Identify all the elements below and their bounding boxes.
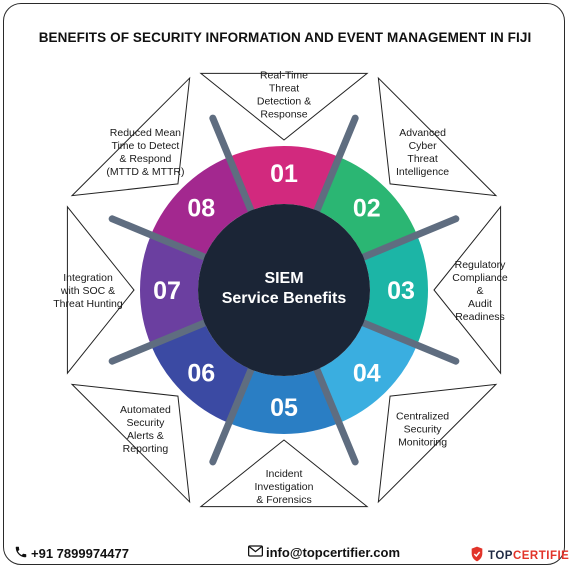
ring-segment-04 [316, 322, 418, 424]
envelope-icon [248, 545, 263, 560]
segment-number-01: 01 [270, 160, 298, 188]
label-line: Automated [120, 404, 171, 416]
benefit-panel-01 [199, 72, 369, 141]
label-line: Readiness [455, 311, 505, 323]
ring-divider [311, 114, 359, 218]
label-line: Security [404, 424, 443, 436]
label-line: Threat [269, 83, 299, 95]
ring-divider [108, 215, 212, 263]
email-address: info@topcertifier.com [266, 545, 401, 560]
label-line: Alerts & [127, 430, 164, 442]
segment-number-02: 02 [353, 194, 381, 222]
brand-name: TOPCERTIFIER [488, 549, 570, 562]
label-line: Cyber [409, 140, 438, 152]
benefit-panel-03 [433, 205, 502, 375]
label-line: Advanced [399, 127, 446, 139]
ring-divider [209, 362, 257, 466]
ring-divider [356, 317, 460, 365]
label-line: Audit [468, 298, 492, 310]
benefit-panel-08 [70, 76, 191, 197]
brand-logo[interactable]: TOPCERTIFIER [470, 546, 570, 565]
ring-segment-08 [150, 156, 252, 258]
ring-segment-02 [316, 156, 418, 258]
segment-number-06: 06 [187, 360, 215, 388]
benefit-panels [66, 72, 502, 508]
shield-logo-icon [470, 546, 484, 565]
segment-number-07: 07 [153, 277, 181, 305]
segment-number-05: 05 [270, 394, 298, 422]
benefit-panel-02 [377, 76, 498, 197]
label-line: Investigation [255, 481, 314, 493]
label-line: Intelligence [396, 166, 449, 178]
center-subtitle: Service Benefits [222, 290, 347, 307]
label-line: Real-Time [260, 70, 308, 82]
center-hub [198, 204, 370, 376]
label-line: Response [260, 109, 307, 121]
benefit-ring [140, 146, 429, 434]
card-frame [3, 3, 565, 565]
ring-dividers [108, 114, 460, 466]
diagram-title: BENEFITS OF SECURITY INFORMATION AND EVE… [38, 30, 532, 45]
ring-divider [108, 317, 212, 365]
phone-number: +91 7899974477 [31, 546, 129, 561]
label-line: Security [126, 417, 165, 429]
segment-number-03: 03 [387, 277, 415, 305]
segment-number-08: 08 [187, 194, 215, 222]
segment-number-04: 04 [353, 360, 381, 388]
ring-divider [356, 215, 460, 263]
label-line: Compliance [452, 272, 508, 284]
label-line: Regulatory [455, 259, 507, 271]
label-line: Integration [63, 272, 113, 284]
label-line: Monitoring [398, 437, 447, 449]
ring-divider [311, 362, 359, 466]
ring-divider [209, 114, 257, 218]
ring-segment-03 [363, 234, 429, 346]
footer-phone[interactable]: +91 7899974477 [14, 545, 129, 562]
label-line: Detection & [257, 96, 311, 108]
ring-segment-06 [150, 322, 252, 424]
label-line: & Respond [119, 153, 171, 165]
benefit-panel-07 [66, 205, 135, 375]
label-line: Reduced Mean [110, 127, 181, 139]
label-line: (MTTD & MTTR) [106, 166, 184, 178]
label-line: Reporting [123, 443, 169, 455]
footer-email[interactable]: info@topcertifier.com [248, 545, 400, 560]
label-line: & Forensics [256, 494, 311, 506]
ring-segment-07 [140, 234, 205, 346]
label-line: Threat Hunting [53, 298, 123, 310]
benefit-panel-04 [377, 383, 498, 504]
phone-icon [14, 545, 28, 562]
ring-segment-05 [228, 369, 340, 434]
label-line: Threat [407, 153, 437, 165]
label-line: Time to Detect [111, 140, 179, 152]
label-line: & [476, 285, 483, 297]
benefit-panel-05 [199, 439, 369, 508]
label-line: Incident [266, 468, 303, 480]
label-line: Centralized [396, 411, 449, 423]
segment-numbers: 01 02 03 04 05 06 07 08 [153, 160, 415, 422]
benefit-panel-06 [70, 383, 191, 504]
label-line: with SOC & [60, 285, 115, 297]
center-title: SIEM [264, 270, 303, 287]
ring-segment-01 [228, 146, 340, 211]
